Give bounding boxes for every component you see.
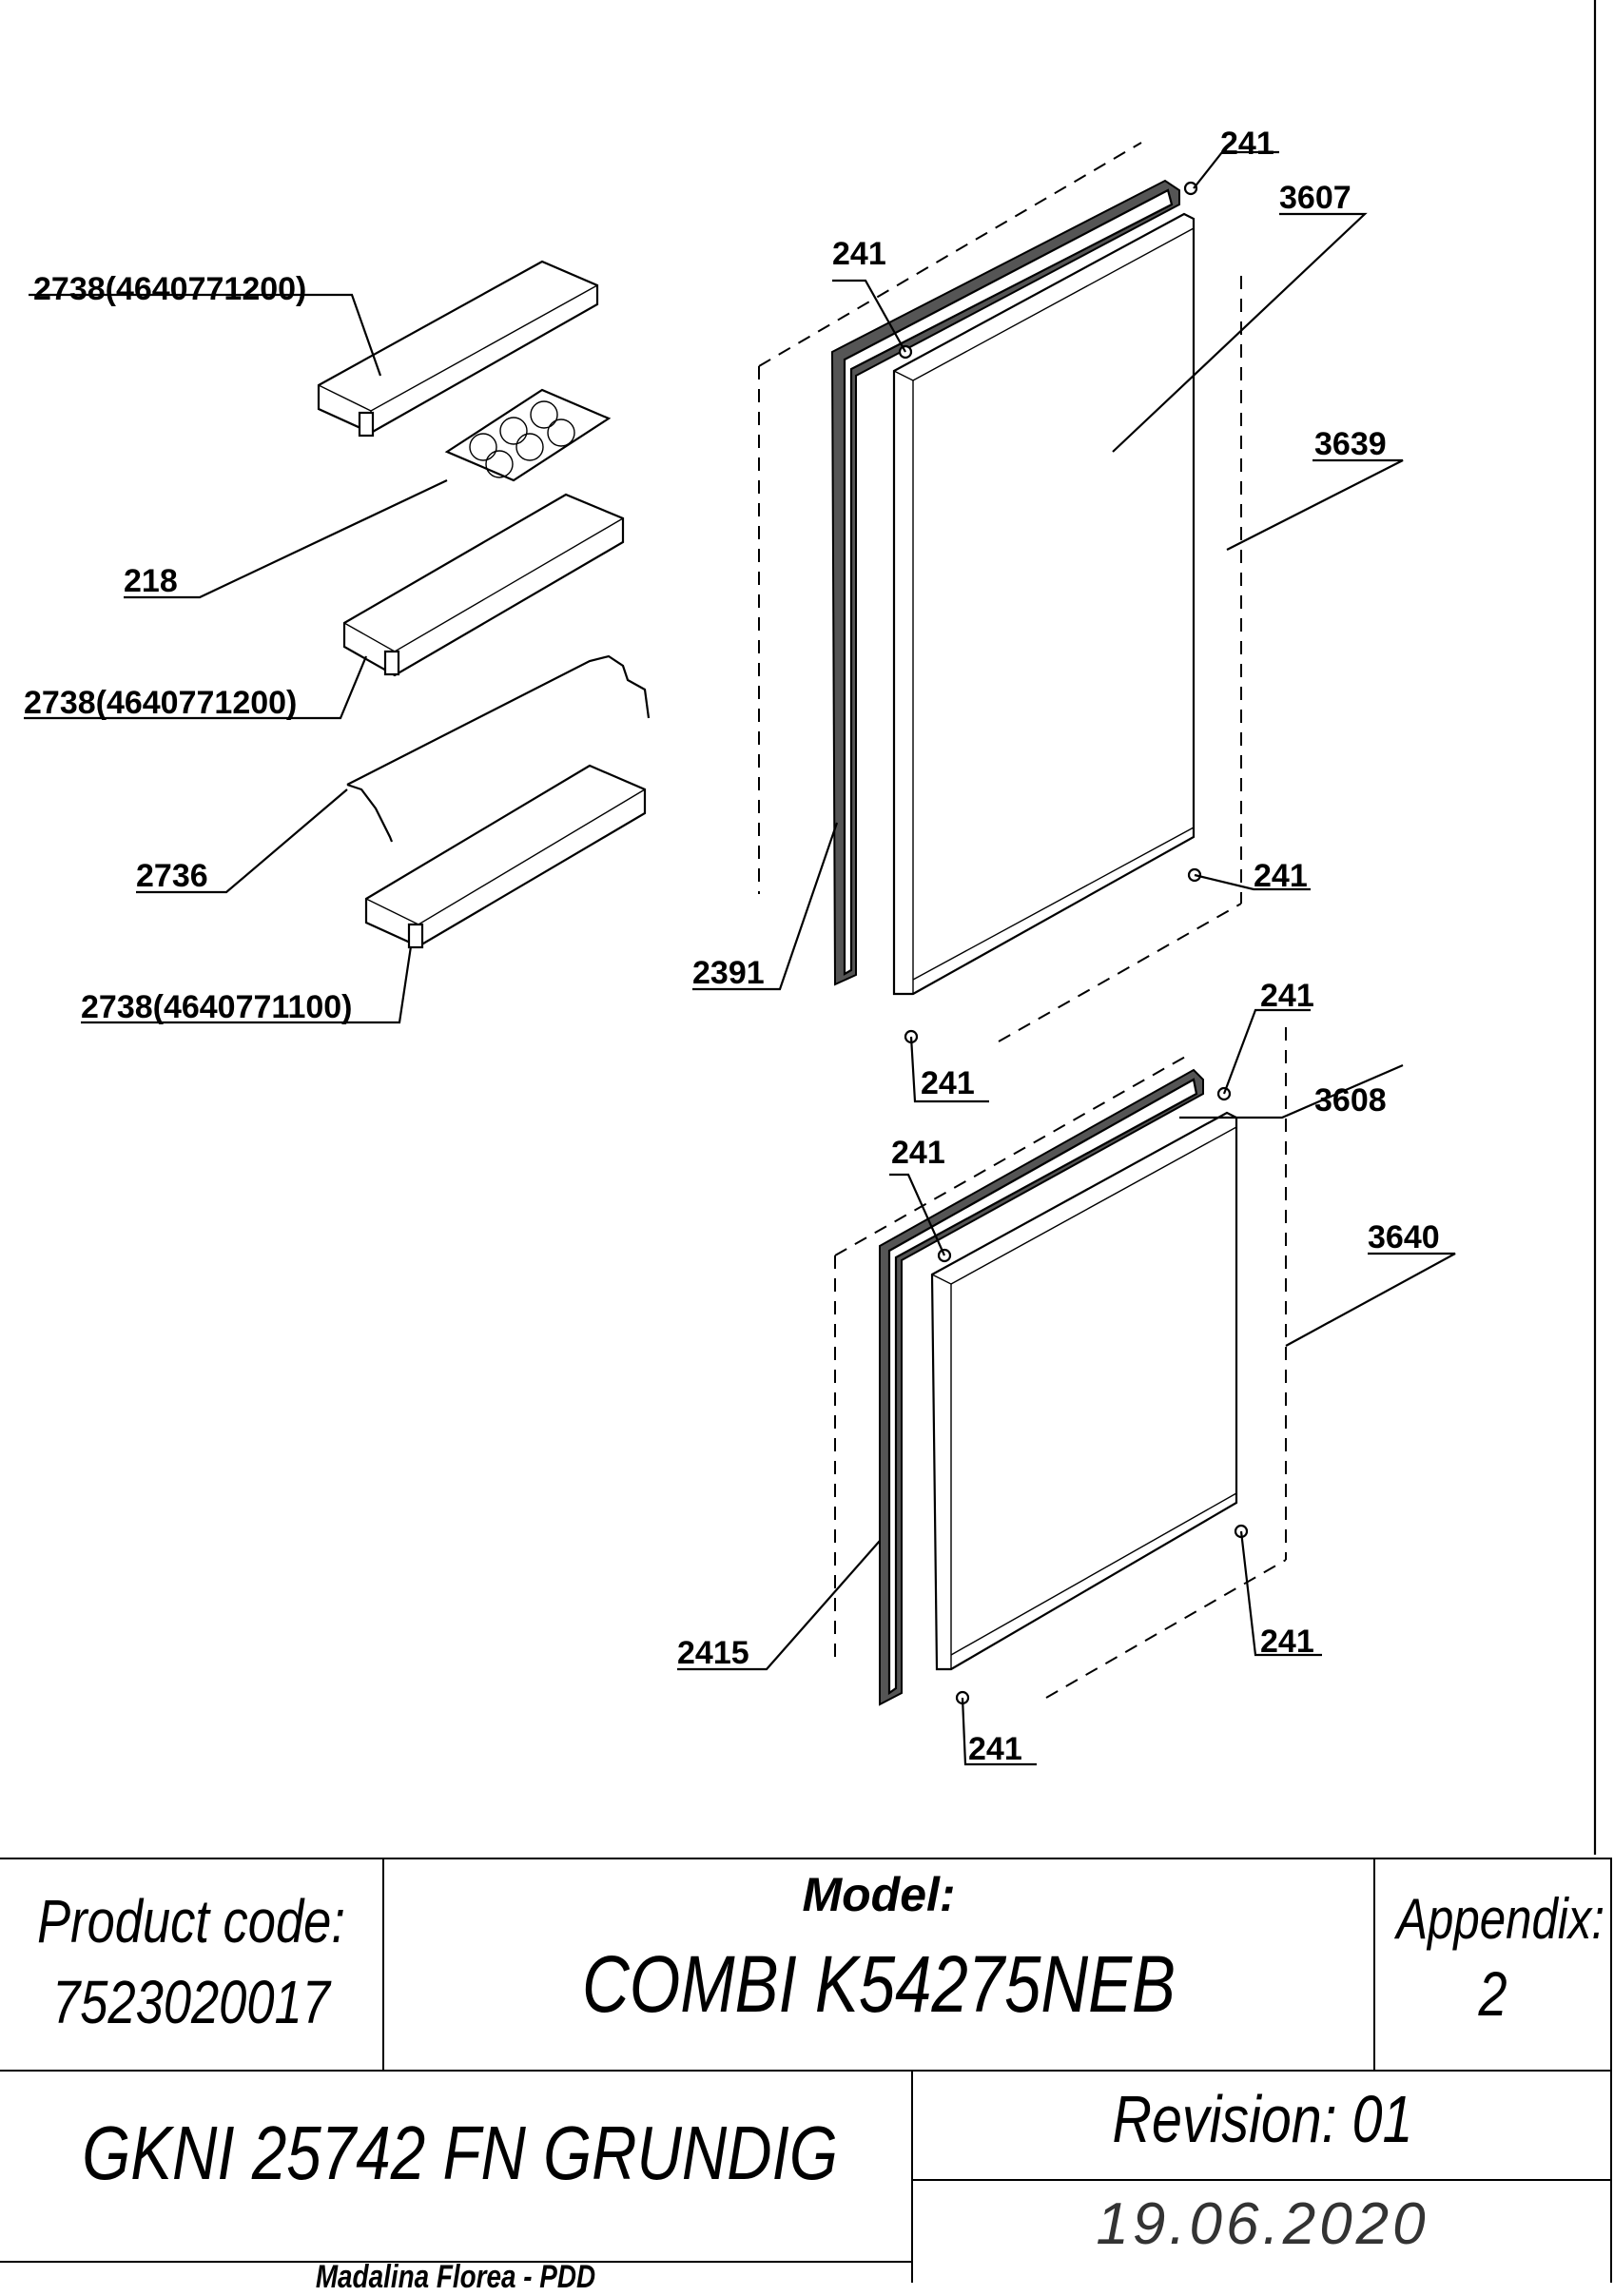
callout-241-a: 241 [1220,126,1274,162]
callout-241-e: 241 [1260,978,1314,1014]
door-shelf-bottom [364,764,647,949]
callout-2738-middle: 2738(4640771200) [24,685,297,721]
callout-241-g: 241 [1260,1624,1314,1660]
callout-241-d: 241 [921,1065,975,1101]
callout-2736: 2736 [136,858,208,894]
callout-241-b: 241 [832,236,886,272]
product-name-cell: GKNI 25742 FN GRUNDIG [0,2110,911,2205]
title-block: Product code: 7523020017 Model: COMBI K5… [0,1858,1612,2283]
author-row: Madalina Florea - PDD [0,2259,911,2295]
door-shelf-top [317,260,599,438]
product-code-value: 7523020017 [52,1968,330,2036]
product-code-label-cell: Product code: [0,1886,382,1962]
product-code-label: Product code: [37,1887,345,1955]
exploded-parts-drawing: 2738(4640771200) 218 2738(4640771200) 27… [24,0,1597,1855]
callout-3640: 3640 [1368,1219,1440,1255]
product-code-value-cell: 7523020017 [0,1967,382,2043]
callout-218: 218 [124,563,178,599]
shelf-wire-bar [346,654,651,843]
model-value: COMBI K54275NEB [581,1939,1176,2029]
date: 19.06.2020 [1096,2191,1429,2257]
leader-lines [24,150,1456,1766]
egg-tray [444,388,612,482]
model-label-cell: Model: [384,1867,1373,1924]
author: Madalina Florea - PDD [315,2259,596,2295]
model-label: Model: [802,1868,956,1921]
upper-door-assembly [758,142,1242,1044]
callout-2415: 2415 [677,1635,749,1671]
revision: Revision: 01 [1112,2082,1413,2156]
callout-241-f: 241 [891,1135,945,1171]
appendix-value-cell: 2 [1375,1957,1610,2033]
callout-241-h: 241 [968,1731,1022,1767]
appendix-value: 2 [1478,1958,1507,2029]
callout-2738-top: 2738(4640771200) [33,271,306,307]
callout-2391: 2391 [692,955,765,991]
appendix-label: Appendix: [1396,1887,1605,1951]
date-cell: 19.06.2020 [913,2190,1612,2276]
callout-3608: 3608 [1314,1082,1387,1119]
callout-2738-bottom: 2738(4640771100) [81,989,353,1025]
model-value-cell: COMBI K54275NEB [384,1938,1373,2033]
callout-241-c: 241 [1254,858,1308,894]
appendix-label-cell: Appendix: [1375,1886,1610,1953]
product-name: GKNI 25742 FN GRUNDIG [82,2111,838,2195]
callout-3607: 3607 [1279,180,1351,216]
lower-door-assembly [834,1027,1287,1706]
door-shelf-middle [342,493,625,677]
callout-3639: 3639 [1314,426,1387,462]
revision-cell: Revision: 01 [913,2081,1612,2171]
